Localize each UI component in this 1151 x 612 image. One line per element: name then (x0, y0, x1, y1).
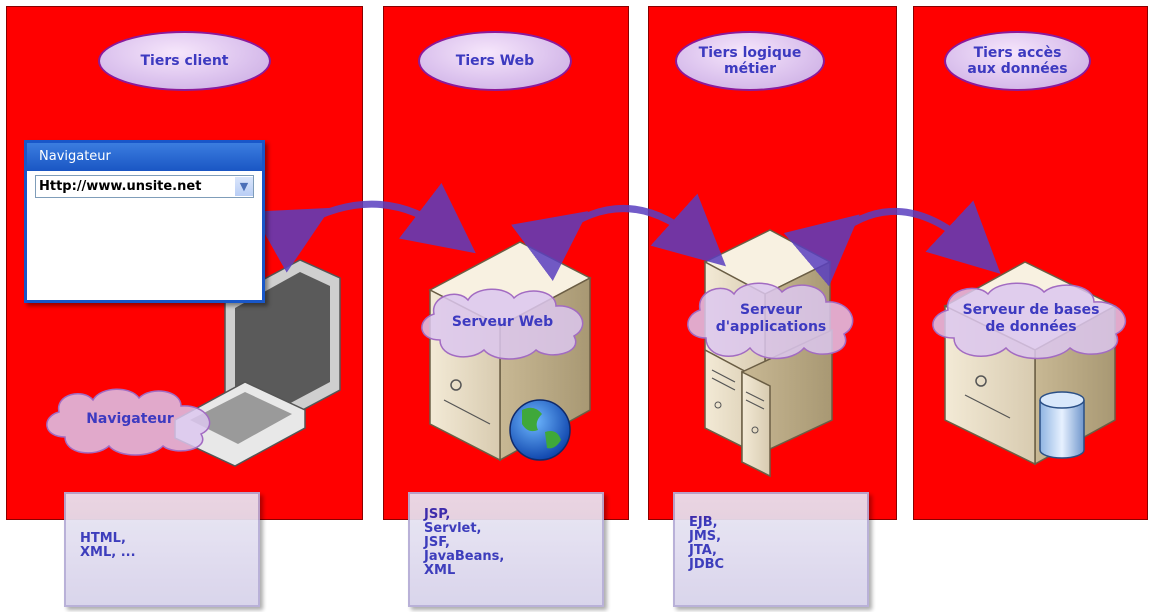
web-technologies: JSP, Servlet, JSF, JavaBeans, XML (408, 492, 604, 607)
web-cloud: Serveur Web (410, 282, 595, 362)
client-node-label: Navigateur (86, 411, 174, 427)
chevron-down-icon[interactable]: ▼ (235, 177, 253, 196)
arrow-client-web (252, 182, 476, 273)
app-node-label: Serveur d'applications (715, 302, 827, 335)
app-technologies: EJB, JMS, JTA, JDBC (673, 492, 869, 607)
client-cloud: Navigateur (35, 382, 225, 457)
tier-client-label: Tiers client (98, 31, 271, 91)
arrow-web-app (511, 193, 727, 281)
database-cylinder-icon (1039, 391, 1085, 459)
arrow-app-db (783, 200, 1001, 287)
tier-web-label: Tiers Web (418, 31, 572, 91)
db-cloud: Serveur de bases de données (920, 276, 1142, 362)
tier-business-label: Tiers logique métier (675, 31, 825, 91)
web-node-label: Serveur Web (451, 313, 554, 330)
client-technologies: HTML, XML, ... (64, 492, 260, 607)
url-text: Http://www.unsite.net (39, 179, 202, 194)
browser-title: Navigateur (27, 143, 262, 171)
tier-data-label: Tiers accès aux données (944, 31, 1091, 91)
db-node-label: Serveur de bases de données (962, 302, 1100, 335)
url-field[interactable]: Http://www.unsite.net ▼ (35, 175, 254, 198)
browser-window: Navigateur Http://www.unsite.net ▼ (24, 140, 265, 303)
globe-icon (509, 399, 571, 461)
app-cloud: Serveur d'applications (676, 276, 866, 362)
